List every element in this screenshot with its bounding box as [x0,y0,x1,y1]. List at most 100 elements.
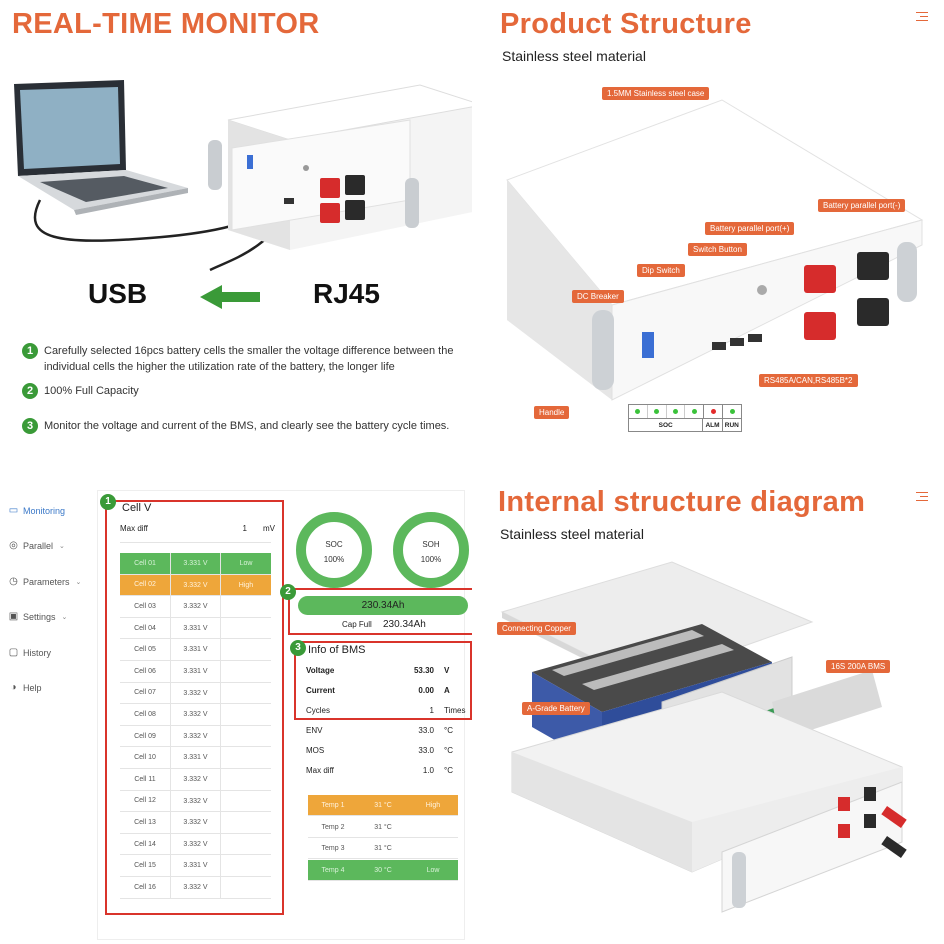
max-diff-value: 1 [242,524,247,533]
soh-ring: SOH 100% [393,512,469,588]
temp-value: 31 °C [374,823,392,831]
internal-structure-illustration [500,561,907,913]
realtime-monitor-panel: REAL-TIME MONITOR [0,0,472,472]
sidebar-item-label: Monitoring [23,505,66,516]
sidebar-item-history[interactable]: ▢ History [8,647,51,658]
run-label: RUN [724,422,739,429]
sidebar-item-label: History [23,647,52,658]
cell-tag [220,833,271,855]
cell-name: Cell 02 [134,581,156,589]
settings-icon: ▣ [8,611,19,622]
bms-monitoring-app: ▭ Monitoring ◎Parallel⌄ ◷Parameters⌄ ▣ Set… [0,472,472,944]
cell-tag [220,725,271,747]
cell-voltage: 3.332 V [170,876,220,898]
cell-row: Cell 03 3.332 V [120,596,271,618]
product-structure-panel: Product Structure Stainless steel materi… [472,0,944,472]
cell-name: Cell 03 [134,602,156,610]
soc-label: SOC [629,419,704,432]
cell-name: Cell 08 [134,710,156,718]
temp-name: Temp 2 [321,823,345,831]
cell-voltage: 3.332 V [170,574,220,596]
soh-label: SOH [422,540,440,549]
temp-name: Temp 4 [321,866,345,874]
cell-voltage-title: Cell V [122,502,152,514]
sidebar-item-monitoring[interactable]: ▭ Monitoring [8,505,65,516]
sidebar-item-parallel[interactable]: ◎Parallel⌄ [8,540,65,551]
cell-name: Cell 12 [134,797,156,805]
max-diff-label: Max diff [120,524,148,533]
soc-label: SOC [325,540,343,549]
usb-label: USB [88,278,148,309]
cell-voltage: 3.332 V [170,596,220,617]
feature-number-badge: 1 [22,343,38,359]
battery-box-illustration [208,84,472,250]
sidebar-item-parameters[interactable]: ◷Parameters⌄ [8,576,81,587]
menu-icon[interactable] [916,492,928,504]
temp-value: 31 °C [374,802,392,809]
feature-text: Monitor the voltage and current of the B… [44,420,450,432]
run-led [723,405,741,418]
cell-voltage: 3.331 V [170,617,220,639]
cell-voltage: 3.331 V [170,553,220,574]
laptop-icon [14,80,188,215]
feature-number-badge: 3 [22,418,38,434]
soh-value: 100% [420,555,442,564]
feature-number-badge: 2 [22,383,38,399]
cell-name: Cell 09 [134,732,156,740]
cell-name: Cell 01 [134,559,156,567]
cell-name: Cell 15 [134,862,156,870]
cell-tag [220,747,271,768]
sidebar-item-label: Parallel [23,540,54,551]
callout-rs485: RS485A/CAN,RS485B*2 [759,374,858,387]
cell-voltage: 3.331 V [170,639,220,660]
cell-tag [220,682,271,704]
cell-row: Cell 14 3.332 V [120,833,271,856]
cell-tag [220,876,271,898]
sidebar-item-help[interactable]: ◑Help [8,682,41,693]
arrow-left-icon [200,285,260,309]
product-structure-subtitle: Stainless steel material [502,48,646,64]
callout-stainless-case: 1.5MM Stainless steel case [602,87,710,100]
cell-name: Cell 07 [134,689,156,697]
soc-led [648,405,667,418]
temp-value: 31 °C [374,845,392,853]
max-diff-unit: mV [263,524,275,533]
cell-tag [220,639,271,660]
menu-icon[interactable] [916,12,928,24]
callout-parallel-port-positive: Battery parallel port(+) [705,222,795,235]
temp-row: Temp 2 31 °C [308,817,458,838]
cell-tag [220,596,271,617]
bms-info-title: Info of BMS [308,644,366,656]
sidebar-item-label: Settings [23,611,56,622]
cell-name: Cell 04 [134,624,156,632]
callout-parallel-port-negative: Battery parallel port(-) [818,199,906,212]
temp-name: Temp 1 [321,802,345,809]
monitor-icon: ▭ [8,505,19,516]
bms-info-box [294,641,472,720]
cell-voltage: 3.332 V [170,725,220,747]
rj45-label: RJ45 [313,278,380,309]
cell-name: Cell 06 [134,667,156,675]
cell-voltage: 3.332 V [170,704,220,725]
cell-tag [220,790,271,812]
soc-led [629,405,648,418]
feature-text: Carefully selected 16pcs battery cells t… [44,345,454,373]
alm-label: ALM [703,419,723,432]
feature-text: 100% Full Capacity [44,385,139,397]
sidebar-item-settings[interactable]: ▣Settings⌄ [8,611,68,622]
history-icon: ▢ [8,647,19,658]
callout-switch-button: Switch Button [688,243,747,256]
cell-voltage: 3.332 V [170,833,220,855]
cell-name: Cell 14 [134,840,156,848]
